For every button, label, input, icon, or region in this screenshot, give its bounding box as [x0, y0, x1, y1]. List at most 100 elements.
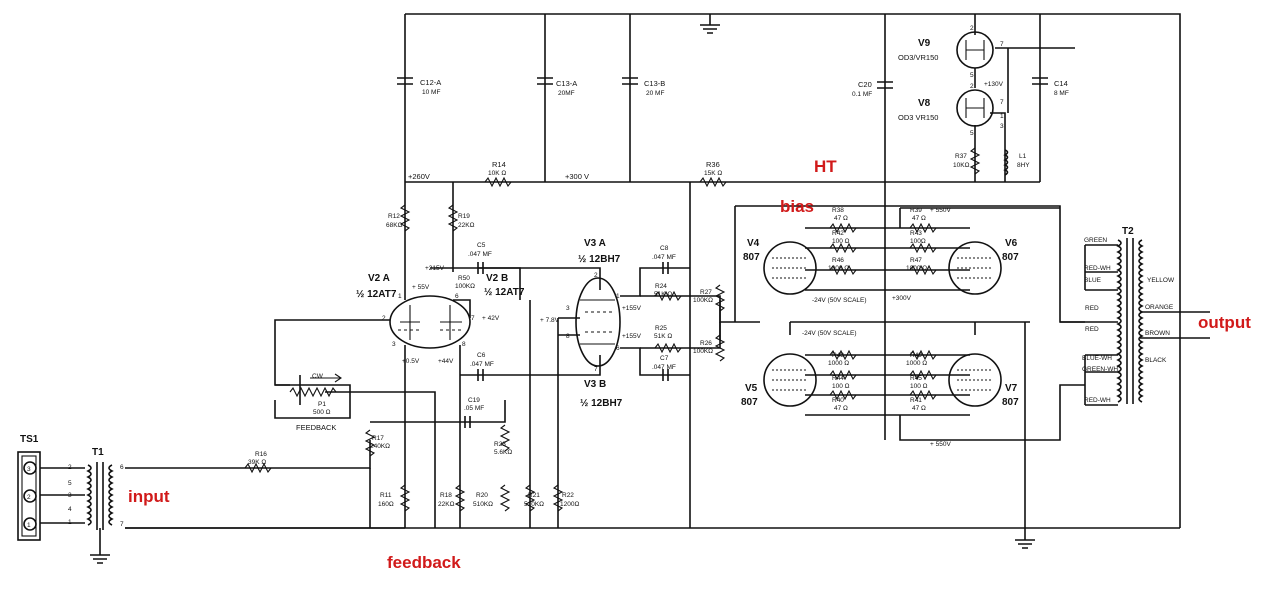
value-r40: 47 Ω [834, 405, 848, 412]
lead-red-wh-2: RED-WH [1084, 397, 1111, 404]
pin-t1-3: 3 [68, 492, 72, 499]
label-r46: R46 [832, 257, 844, 264]
terminal-strip-ts1 [17, 451, 41, 541]
label-r22: R22 [562, 492, 574, 499]
pin-v3-8: 8 [566, 333, 570, 340]
voltage-42v: + 42V [482, 315, 500, 322]
type-v2b: ½ 12AT7 [484, 287, 525, 298]
label-cw: CW [312, 373, 324, 380]
ground-symbol [700, 14, 720, 34]
potentiometer-p1 [289, 373, 342, 398]
inductor-l1 [1003, 149, 1009, 176]
label-r50: R50 [458, 275, 470, 282]
pin-v3-3: 3 [566, 305, 570, 312]
type-v3a: ½ 12BH7 [578, 254, 621, 265]
resistor-r27-r26 [714, 284, 726, 362]
ground-symbol [90, 554, 110, 564]
pin-v3-6: 6 [616, 345, 620, 352]
label-c19: C19 [468, 397, 480, 404]
value-r16: 39K Ω [248, 459, 266, 466]
pin-ts1-1: 1 [27, 522, 31, 529]
pin-ts1-3: 3 [27, 466, 31, 473]
lead-green: GREEN [1084, 237, 1107, 244]
voltage-155v-a: +155V [622, 305, 642, 312]
resistor-r24-r25 [654, 290, 682, 354]
value-r44: 100 Ω [832, 383, 850, 390]
label-r23: R23 [494, 441, 506, 448]
type-v4: 807 [743, 252, 760, 263]
voltage-44v: +44V [438, 358, 454, 365]
value-r36: 15K Ω [704, 170, 722, 177]
value-r42: 100 Ω [832, 238, 850, 245]
voltage-215v: +215V [425, 265, 445, 272]
label-c13b: C13-B [644, 79, 665, 88]
tube-v9 [956, 31, 994, 69]
resistor-r36 [699, 176, 727, 188]
capacitor-c20 [877, 81, 893, 89]
voltage-7-8v: + 7.8V [540, 317, 560, 324]
value-r37: 10KΩ [953, 162, 970, 169]
type-v8: OD3 VR150 [898, 113, 938, 122]
ground-symbol [1015, 539, 1035, 549]
resistor-r11 [399, 484, 411, 512]
capacitor-c5 [477, 262, 484, 274]
resistor-r14 [484, 176, 512, 188]
label-v9: V9 [918, 38, 931, 49]
lead-orange: ORANGE [1145, 304, 1174, 311]
value-r43: 100Ω [910, 238, 926, 245]
label-c20: C20 [858, 80, 872, 89]
label-v3b: V3 B [584, 379, 606, 390]
label-r48: R48 [832, 352, 844, 359]
pin-v2-8: 8 [462, 341, 466, 348]
pin-ts1-2: 2 [27, 494, 31, 501]
label-r18: R18 [440, 492, 452, 499]
bias-scale-a: -24V (50V SCALE) [812, 297, 867, 304]
tube-v6 [948, 241, 1002, 295]
label-c5: C5 [477, 242, 486, 249]
pin-t1-1: 1 [68, 519, 72, 526]
value-r22: 1200Ω [560, 501, 579, 508]
label-r44: R44 [832, 375, 844, 382]
pin-t1-5: 5 [68, 480, 72, 487]
label-r14: R14 [492, 160, 506, 169]
label-c7: C7 [660, 355, 669, 362]
tube-v2 [389, 295, 471, 349]
pin-v9-5: 5 [970, 72, 974, 79]
capacitor-c12a [397, 77, 413, 85]
label-r24: R24 [655, 283, 667, 290]
label-r17: R17 [372, 435, 384, 442]
value-r26: 100KΩ [693, 348, 713, 355]
value-c6: .047 MF [470, 361, 494, 368]
type-v7: 807 [1002, 397, 1019, 408]
voltage-0-5v: +0.5V [402, 358, 420, 365]
pin-v2-3: 3 [392, 341, 396, 348]
value-c5: .047 MF [468, 251, 492, 258]
pin-t1-2: 2 [68, 464, 72, 471]
pin-v3-2: 2 [594, 272, 598, 279]
value-r46: 1000 Ω [828, 265, 849, 272]
pin-t1-7: 7 [120, 521, 124, 528]
value-r17: 240KΩ [370, 443, 390, 450]
voltage-155v-b: +155V [622, 333, 642, 340]
label-r43: R43 [910, 230, 922, 237]
lead-yellow: YELLOW [1147, 277, 1175, 284]
value-r20: 510KΩ [473, 501, 493, 508]
label-r19: R19 [458, 213, 470, 220]
value-r41: 47 Ω [912, 405, 926, 412]
label-l1: L1 [1019, 153, 1027, 160]
lead-red-2: RED [1085, 326, 1099, 333]
label-v5: V5 [745, 383, 758, 394]
transformer-t1 [86, 462, 114, 530]
value-c13a: 20MF [558, 90, 575, 97]
value-r25: 51K Ω [654, 333, 672, 340]
type-v3b: ½ 12BH7 [580, 398, 623, 409]
value-r14: 10K Ω [488, 170, 506, 177]
label-v2b: V2 B [486, 273, 508, 284]
pin-v9-7: 7 [1000, 41, 1004, 48]
label-t2: T2 [1122, 226, 1134, 237]
label-r36: R36 [706, 160, 720, 169]
pin-v8-3: 3 [1000, 123, 1004, 130]
label-v4: V4 [747, 238, 760, 249]
value-r47: 1000 Ω [906, 265, 927, 272]
